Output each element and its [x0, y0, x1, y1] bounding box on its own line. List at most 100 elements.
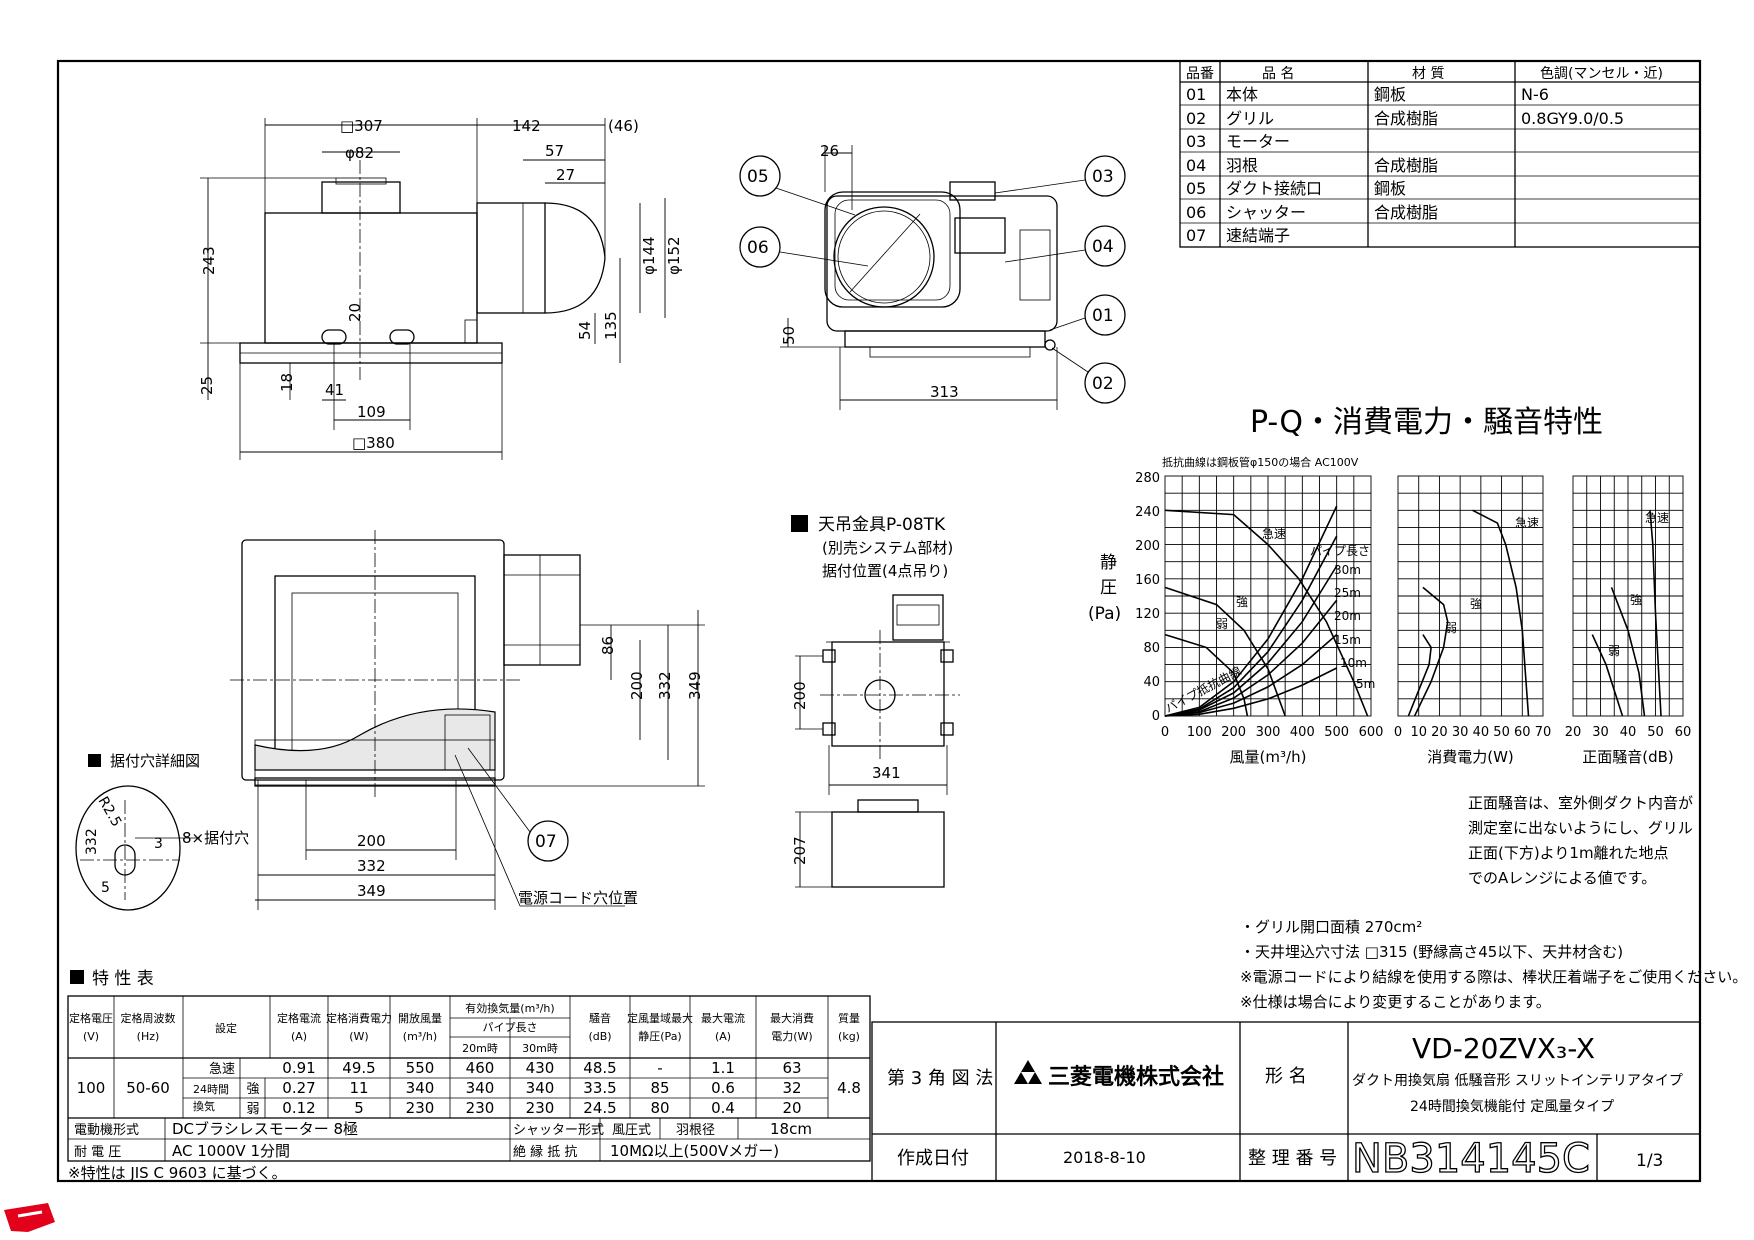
spec-h-freq-u: (Hz) — [137, 1030, 160, 1043]
series-30m — [1164, 505, 1338, 717]
part-no: 04 — [1186, 156, 1206, 175]
spec-footnote: ※特性は JIS C 9603 に基づく。 — [68, 1164, 287, 1182]
cord-hole-label: 電源コード穴位置 — [518, 889, 638, 907]
pq-ylabel-3: (Pa) — [1088, 604, 1121, 624]
part-mat: 鋼板 — [1374, 179, 1406, 198]
pq-ytick: 280 — [1135, 471, 1160, 486]
spec-h-pipe: パイプ長さ — [483, 1021, 538, 1034]
x-axis-label: 風量(m³/h) — [1230, 748, 1307, 766]
spec-m20: 340 — [466, 1079, 495, 1097]
dim-349v: 349 — [686, 671, 704, 700]
dim-142: 142 — [512, 117, 541, 135]
pq-ytick: 160 — [1135, 573, 1160, 588]
spec-noise: 48.5 — [583, 1059, 616, 1077]
spec-m30: 230 — [526, 1099, 555, 1117]
x-tick-label: 10 — [1410, 725, 1427, 740]
spec-power: 5 — [354, 1099, 364, 1117]
page-number: 1/3 — [1636, 1151, 1663, 1171]
dim-349h: 349 — [357, 882, 386, 900]
noise-label-jaku: 弱 — [1608, 644, 1620, 658]
pipe-25: 25m — [1334, 586, 1361, 600]
pq-note: 抵抗曲線は鋼板管φ150の場合 AC100V — [1162, 455, 1359, 469]
x-tick-label: 20 — [1565, 725, 1582, 740]
power-label-kyo: 強 — [1470, 597, 1482, 611]
drawing-number: NB314145C — [1352, 1136, 1590, 1182]
noise-note: でのAレンジによる値です。 — [1468, 869, 1656, 887]
spec-h-30: 30m時 — [522, 1042, 558, 1055]
x-tick-label: 400 — [1290, 725, 1315, 740]
pq-section: P-Q・消費電力・騒音特性 抵抗曲線は鋼板管φ150の場合 AC100V 静 圧… — [1088, 405, 1691, 766]
x-axis-label: 消費電力(W) — [1427, 748, 1514, 766]
part-mat: 合成樹脂 — [1374, 203, 1438, 222]
pq-title: P-Q・消費電力・騒音特性 — [1250, 405, 1603, 440]
part-color: N-6 — [1521, 85, 1549, 104]
spec-maxcur: 1.1 — [711, 1059, 735, 1077]
spec-noise: 24.5 — [583, 1099, 616, 1117]
part-name: ダクト接続口 — [1226, 179, 1322, 198]
spec-maxpow: 63 — [782, 1059, 801, 1077]
dim-18: 18 — [278, 373, 296, 392]
note-line: ・グリル開口面積 270cm² — [1240, 918, 1422, 936]
x-tick-label: 70 — [1535, 725, 1552, 740]
dim-50: 50 — [780, 326, 798, 345]
spec-open: 550 — [406, 1059, 435, 1077]
parts-h-color: 色調(マンセル・近) — [1540, 65, 1663, 82]
spec-blade-label: 羽根径 — [676, 1123, 715, 1138]
x-tick-label: 60 — [1675, 725, 1692, 740]
bottom-view: 86 200 332 349 200 332 349 07 電源コード穴位置 — [230, 530, 705, 910]
spec-motor-label: 電動機形式 — [74, 1123, 139, 1138]
hanger-view: 天吊金具P-08TK (別売システム部材) 据付位置(4点吊り) 200 341… — [791, 515, 960, 888]
spec-h-freq: 定格周波数 — [121, 1011, 176, 1025]
spec-m30: 340 — [526, 1079, 555, 1097]
callout-02: 02 — [1092, 374, 1114, 394]
spec-mode-24: 24時間 — [193, 1083, 229, 1096]
spec-h-eff: 有効換気量(m³/h) — [465, 1001, 554, 1015]
spec-static: 80 — [650, 1099, 669, 1117]
x-tick-label: 200 — [1221, 725, 1246, 740]
noise-note: 正面騒音は、室外側ダクト内音が — [1468, 794, 1693, 812]
number-label: 整 理 番 号 — [1248, 1148, 1337, 1169]
pq-ytick: 40 — [1143, 675, 1160, 690]
pipe-5: 5m — [1356, 677, 1375, 691]
pipe-15: 15m — [1334, 633, 1361, 647]
dim-307: □307 — [340, 117, 383, 135]
x-tick-label: 20 — [1431, 725, 1448, 740]
dim-332h: 332 — [357, 857, 386, 875]
hole-r25: R2.5 — [95, 794, 125, 830]
series-強 — [1413, 586, 1449, 717]
spec-h-current: 定格電流 — [277, 1011, 321, 1025]
spec-voltage: 100 — [77, 1079, 106, 1097]
spec-h-voltage: 定格電圧 — [69, 1011, 113, 1025]
dim-380: □380 — [352, 434, 395, 452]
spec-current: 0.12 — [282, 1099, 315, 1117]
spec-static: - — [657, 1059, 662, 1077]
x-tick-label: 600 — [1359, 725, 1384, 740]
callout-05: 05 — [747, 167, 769, 187]
spec-current: 0.91 — [282, 1059, 315, 1077]
dim-200v: 200 — [628, 671, 646, 700]
pipe-length-label: パイプ長さ — [1310, 544, 1370, 558]
spec-h-current-u: (A) — [291, 1030, 307, 1043]
x-tick-label: 50 — [1647, 725, 1664, 740]
part-no: 02 — [1186, 109, 1206, 128]
spec-h-noise-u: (dB) — [588, 1030, 611, 1043]
pipe-30: 30m — [1334, 563, 1361, 577]
x-tick-label: 0 — [1161, 725, 1169, 740]
callout-04: 04 — [1092, 237, 1114, 257]
curve-label-kyo: 強 — [1236, 595, 1248, 609]
spec-h-open: 開放風量 — [398, 1011, 442, 1025]
spec-blade: 18cm — [770, 1120, 812, 1138]
noise-note: 正面(下方)より1m離れた地点 — [1468, 844, 1669, 862]
pq-ytick: 0 — [1152, 709, 1160, 724]
spec-static: 85 — [650, 1079, 669, 1097]
spec-current: 0.27 — [282, 1079, 315, 1097]
projection-method: 第 3 角 図 法 — [887, 1068, 993, 1089]
hanger-207: 207 — [791, 836, 809, 865]
spec-mode: 強 — [246, 1082, 259, 1097]
power-label-kyuso: 急速 — [1515, 515, 1539, 530]
spec-freq: 50-60 — [126, 1079, 170, 1097]
spec-mode: 弱 — [246, 1102, 259, 1117]
dim-26: 26 — [820, 142, 839, 160]
